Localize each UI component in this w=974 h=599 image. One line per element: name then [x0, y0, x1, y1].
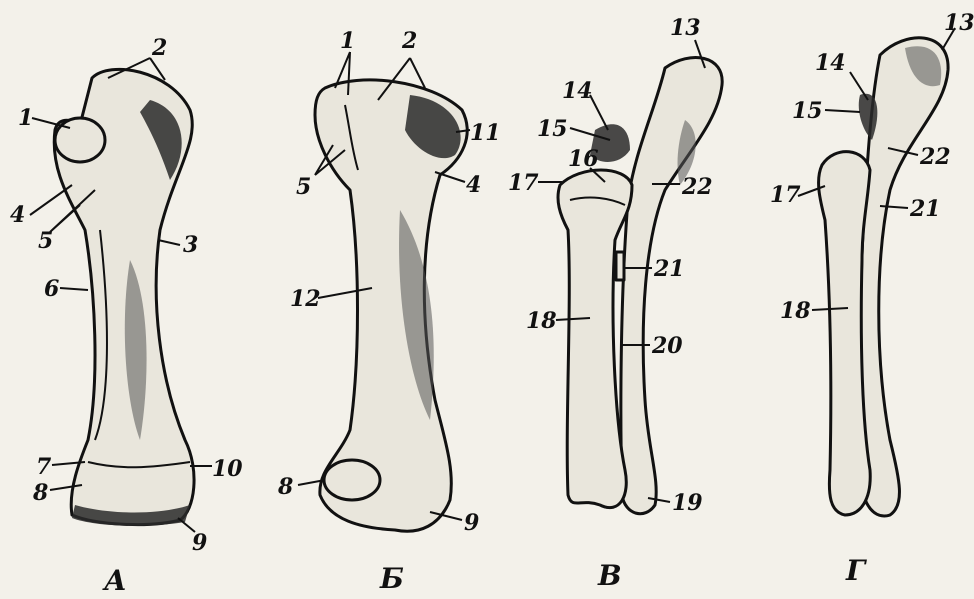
figure-b-label-9: 9	[464, 510, 479, 536]
figure-a-label-3: 3	[183, 232, 198, 258]
figure-a-label-8: 8	[32, 480, 48, 506]
figure-c-label-22: 22	[681, 174, 713, 200]
figure-d-label-17: 17	[770, 182, 801, 208]
figure-d-leader-14	[850, 72, 868, 100]
figure-a-caption: А	[102, 564, 127, 597]
figure-c-ulna	[621, 58, 722, 514]
figure-c-label-19: 19	[672, 490, 703, 516]
figure-a-label-1: 1	[18, 105, 33, 131]
figure-b-label-5: 5	[296, 174, 311, 200]
figure-a-label-5: 5	[38, 228, 53, 254]
figure-c-label-21: 21	[653, 256, 685, 282]
figure-d-label-14: 14	[815, 50, 846, 76]
figure-a-head	[55, 118, 105, 162]
figure-d-label-13: 13	[944, 10, 974, 36]
figure-b-label-12: 12	[290, 286, 321, 312]
figure-c-leader-14	[590, 95, 608, 130]
figure-b-label-11: 11	[470, 120, 501, 146]
figure-c-label-20: 20	[651, 333, 683, 359]
figure-b-humerus: 1 2 11 4 5 12 8 9 Б	[277, 28, 501, 595]
figure-c-label-16: 16	[568, 146, 599, 172]
figure-c-foramen	[616, 252, 624, 280]
figure-a-label-9: 9	[192, 530, 207, 556]
figure-b-caption: Б	[379, 562, 404, 595]
figure-a-label-6: 6	[44, 276, 59, 302]
figure-c-label-18: 18	[526, 308, 557, 334]
figure-d-label-21: 21	[909, 196, 941, 222]
figure-b-condyle	[324, 460, 380, 500]
figure-d-label-18: 18	[780, 298, 811, 324]
figure-a-label-10: 10	[212, 456, 243, 482]
figure-c-label-14: 14	[562, 78, 593, 104]
figure-c-radius-ulna: 13 14 15 16 17 22 21 18 20 19 В	[508, 15, 722, 592]
figure-d-caption: Г	[845, 554, 867, 587]
figure-b-label-2: 2	[401, 28, 417, 54]
figure-a-label-7: 7	[36, 454, 52, 480]
figure-d-radius-ulna: 13 14 15 17 22 21 18 Г	[770, 10, 974, 587]
figure-c-caption: В	[597, 559, 622, 592]
figure-d-label-15: 15	[792, 98, 823, 124]
figure-b-label-1: 1	[340, 28, 355, 54]
figure-a-label-4: 4	[10, 202, 25, 228]
figure-a-leader-3	[158, 240, 180, 245]
figure-a-leader-4	[30, 185, 72, 215]
figure-a-label-2: 2	[151, 35, 167, 61]
figure-d-leader-15	[825, 110, 860, 112]
figure-a-leader-6	[60, 288, 88, 290]
figure-c-label-17: 17	[508, 170, 539, 196]
figure-b-label-4: 4	[466, 172, 481, 198]
figure-c-label-15: 15	[537, 116, 568, 142]
figure-b-label-8: 8	[277, 474, 293, 500]
figure-a-humerus: 1 2 3 4 5 6 7 8 9 10 А	[10, 35, 243, 597]
figure-d-radius	[819, 152, 871, 515]
figure-c-label-13: 13	[670, 15, 701, 41]
figure-d-label-22: 22	[919, 144, 951, 170]
